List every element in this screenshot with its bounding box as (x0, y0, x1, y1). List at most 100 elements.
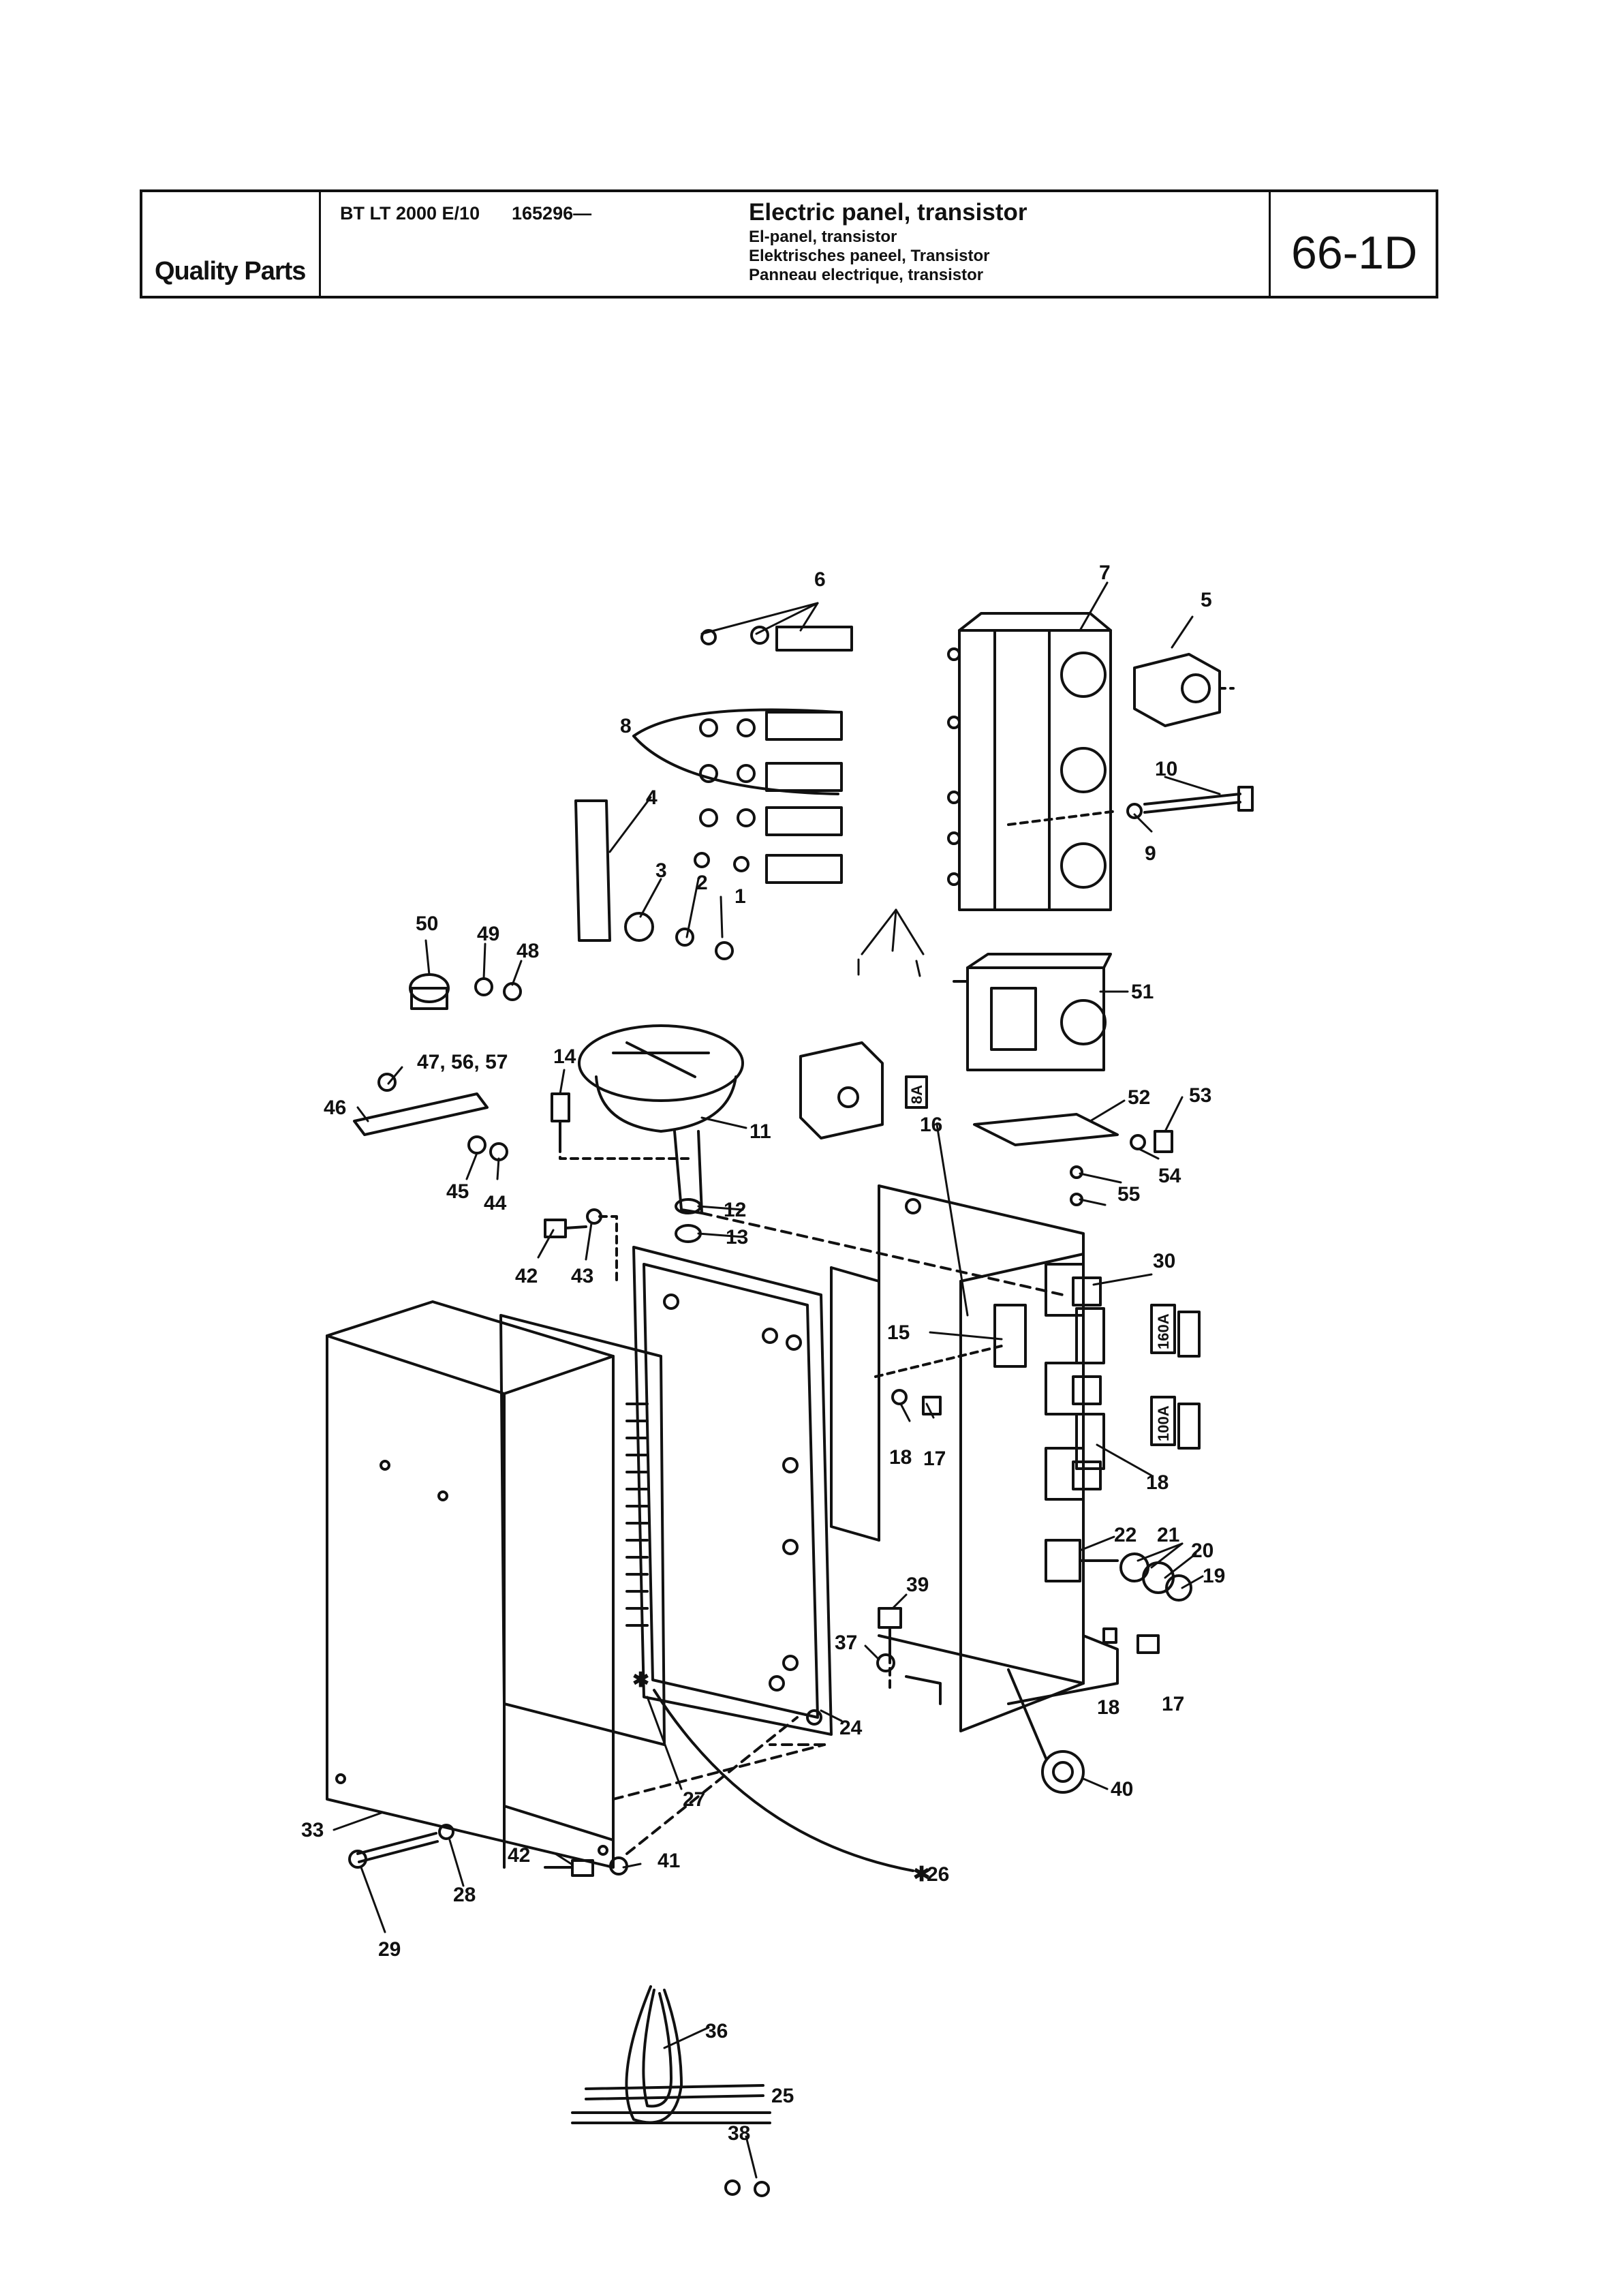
contact-plates-drawing (632, 626, 853, 884)
title-swedish: El-panel, transistor (749, 228, 897, 246)
cable-tie-drawing (571, 1985, 771, 2197)
fuse-rating-160a-text: 160A (1155, 1313, 1172, 1349)
callout-25a: 24 (839, 1717, 863, 1739)
fuse-rating-100a: 100A (1150, 1396, 1176, 1446)
page-number-cell: 66-1D (1271, 192, 1441, 296)
callout-39: 43 (571, 1265, 593, 1287)
fuse-rating-160a: 160A (1150, 1304, 1176, 1354)
callout-45: 49 (477, 923, 499, 945)
title-english: Electric panel, transistor (749, 199, 1027, 226)
screw-31-32-drawing (876, 1607, 902, 1692)
callout-12: 12 (724, 1199, 746, 1221)
callout-25b: 25 (771, 2085, 794, 2107)
callout-17a: 17 (923, 1448, 946, 1470)
callout-28: 28 (453, 1884, 476, 1906)
callout-44: 48 (516, 940, 539, 962)
fan-screw-drawing (551, 1092, 690, 1160)
callout-19: 30 (1153, 1250, 1175, 1272)
callout-29: 29 (378, 1938, 401, 1961)
callout-50: 54 (1158, 1165, 1181, 1187)
callout-24: 22 (1114, 1524, 1137, 1546)
mounting-plate-drawing (632, 1246, 833, 1736)
callout-37: 42 (508, 1844, 530, 1867)
coil-drawing (1133, 653, 1235, 727)
callout-27: 27 (683, 1788, 705, 1811)
callout-43: 47, 56, 57 (417, 1051, 508, 1073)
brand-label: Quality Parts (155, 257, 306, 286)
callout-2: 2 (696, 872, 708, 894)
callout-9: 9 (1145, 842, 1156, 865)
callout-49: 53 (1189, 1084, 1211, 1107)
callout-23: 21 (1157, 1524, 1179, 1546)
callout-30: 33 (301, 1819, 324, 1841)
callout-15: 15 (887, 1321, 910, 1344)
callout-17b: 17 (1162, 1693, 1184, 1715)
wire-harness-path-drawing (653, 1689, 914, 1872)
callout-11: 11 (749, 1120, 771, 1143)
callout-36: 41 (658, 1850, 680, 1872)
fuse-block-drawing (1045, 1263, 1201, 1501)
callout-31b: 38 (728, 2122, 750, 2145)
contactor-block-drawing (947, 612, 1112, 911)
callout-18b: 18 (1097, 1696, 1119, 1719)
callout-14: 14 (553, 1045, 576, 1068)
callout-41: 45 (446, 1180, 469, 1203)
page-number: 66-1D (1291, 227, 1418, 279)
callout-47-56-57: 51 (1131, 981, 1154, 1003)
callout-1: 1 (735, 885, 746, 908)
callout-51: 55 (1117, 1183, 1140, 1206)
callout-40: 44 (484, 1192, 507, 1214)
fan-drawing (578, 1024, 744, 1214)
screw-17-18-drawing (874, 1345, 1003, 1415)
callout-26: 26 (927, 1863, 949, 1886)
callout-38: 42 (515, 1265, 538, 1287)
title-dutch: Elektrisches paneel, Transistor (749, 247, 990, 265)
star-marker-26: ✱ (913, 1863, 930, 1886)
chassis-frame-drawing (830, 1184, 1119, 1732)
callout-48: 52 (1128, 1086, 1150, 1109)
title-cell: Electric panel, transistor El-panel, tra… (728, 192, 1271, 296)
fuse-rating-8a: 8A (905, 1075, 928, 1109)
model-cell: BT LT 2000 E/10 165296— (321, 192, 728, 296)
title-french: Panneau electrique, transistor (749, 266, 984, 284)
terminal-bar-drawing (574, 799, 734, 960)
star-marker-27: ✱ (632, 1669, 649, 1692)
callout-18a: 18 (889, 1446, 912, 1469)
cover-screws-drawing (348, 1716, 826, 1877)
model-label: BT LT 2000 E/10 (340, 203, 480, 224)
fuse-rating-8a-text: 8A (908, 1085, 925, 1104)
fuse-rating-100a-text: 100A (1155, 1405, 1172, 1441)
callout-8: 8 (620, 715, 632, 737)
callout-32: 39 (906, 1574, 929, 1596)
mount-strap-drawing (353, 1073, 508, 1161)
callout-13: 13 (726, 1226, 748, 1249)
brand-cell: Quality Parts (142, 192, 321, 296)
cover-drawing (326, 1300, 615, 1869)
callout-46: 50 (416, 913, 438, 935)
callout-20: 18 (1146, 1471, 1169, 1494)
callout-16: 16 (920, 1114, 942, 1136)
callout-4: 4 (646, 786, 658, 809)
screw-washer-38-39-drawing (544, 1208, 618, 1283)
callout-33: 40 (1111, 1778, 1133, 1801)
relay-drawing (953, 953, 1112, 1071)
callout-5: 5 (1201, 589, 1212, 611)
callout-7: 7 (1099, 562, 1111, 584)
callout-labels: 6 7 5 8 10 9 4 3 2 1 50 49 48 51 14 47, … (301, 562, 1225, 2145)
callout-34: 36 (705, 2020, 728, 2042)
callout-6: 6 (814, 568, 826, 591)
long-bolt-drawing (1007, 786, 1254, 826)
serial-label: 165296— (512, 203, 592, 224)
callout-31a: 37 (835, 1632, 857, 1654)
callout-42: 46 (324, 1097, 346, 1119)
callout-21: 19 (1203, 1565, 1225, 1587)
catalog-header: Quality Parts BT LT 2000 E/10 165296— El… (140, 189, 1438, 299)
shunt-drawing (1045, 1539, 1192, 1654)
callout-10: 10 (1155, 758, 1177, 780)
bracket-drawing (973, 1113, 1173, 1206)
callout-22: 20 (1191, 1540, 1214, 1562)
callout-3: 3 (655, 859, 667, 882)
grommet-drawing (1007, 1668, 1085, 1794)
